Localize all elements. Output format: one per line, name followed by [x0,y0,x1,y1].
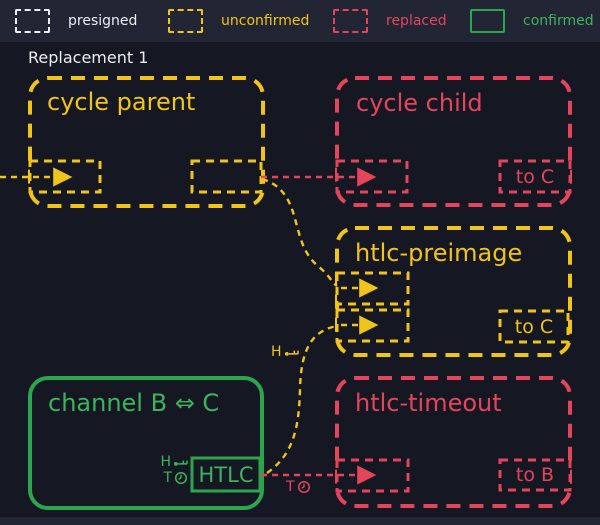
htlc-timeout-box [335,376,572,508]
presigned-swatch-icon [15,9,50,33]
confirmed-swatch-icon [470,9,505,33]
cycle-child-output-slot [498,159,572,194]
htlc-timeout-output-slot [498,458,572,492]
legend-label-unconfirmed: unconfirmed [221,13,310,29]
time-letter: T [163,470,172,486]
cycle-child-title: cycle child [356,89,483,117]
diagram-overlay [0,76,572,510]
cycle-parent-input-slot [28,159,102,194]
unconfirmed-swatch-icon [168,9,203,33]
clock-icon [174,471,188,485]
htlc-preimage-box [335,226,572,357]
replaced-swatch-icon [333,9,368,33]
cycle-parent-box [28,76,265,208]
cycle-child-input-slot [335,159,409,194]
key-icon [173,460,188,466]
legend-label-replaced: replaced [386,13,447,29]
page-title: Replacement 1 [28,48,149,67]
preimage-path-annotation: H [271,344,299,360]
edge-htlc-to-htlc-preimage [266,324,338,474]
legend-item-replaced: replaced [333,9,447,33]
channel-htlc-output: HTLC [198,462,254,487]
htlc-preimage-to-c-output: to C [514,315,554,338]
clock-icon [297,480,310,494]
legend-bar: presigned unconfirmed replaced confirmed [0,0,600,42]
channel-box [28,376,264,510]
htlc-preimage-input2-slot [335,308,410,343]
legend-label-confirmed: confirmed [523,13,594,29]
cycle-parent-title: cycle parent [47,88,196,116]
diagram-canvas: Replacement 1 cycle parent cycle child h… [0,42,600,517]
htlc-preimage-input1-slot [335,271,410,306]
timeout-path-annotation: T [286,479,311,495]
cycle-parent-output-slot [190,159,263,194]
legend-item-unconfirmed: unconfirmed [168,9,309,33]
time-letter: T [286,479,295,495]
channel-htlc-output-slot [190,456,262,493]
key-icon [284,350,299,356]
channel-htlc-conditions: H T [150,454,188,486]
htlc-preimage-title: htlc-preimage [355,239,523,267]
htlc-preimage-output-slot [498,309,570,344]
htlc-timeout-input-slot [335,458,410,493]
cycle-child-to-c-output: to C [515,165,555,188]
cycle-child-box [335,76,572,207]
hash-letter: H [160,454,171,470]
hash-letter: H [271,344,282,360]
htlc-timeout-to-b-output: to B [515,464,555,486]
legend-item-presigned: presigned [15,9,137,33]
legend-label-presigned: presigned [68,13,138,29]
channel-title: channel B ⇔ C [48,389,220,417]
legend-item-confirmed: confirmed [470,9,594,33]
edge-cycle-parent-to-htlc-preimage [261,177,338,287]
htlc-timeout-title: htlc-timeout [355,389,502,417]
